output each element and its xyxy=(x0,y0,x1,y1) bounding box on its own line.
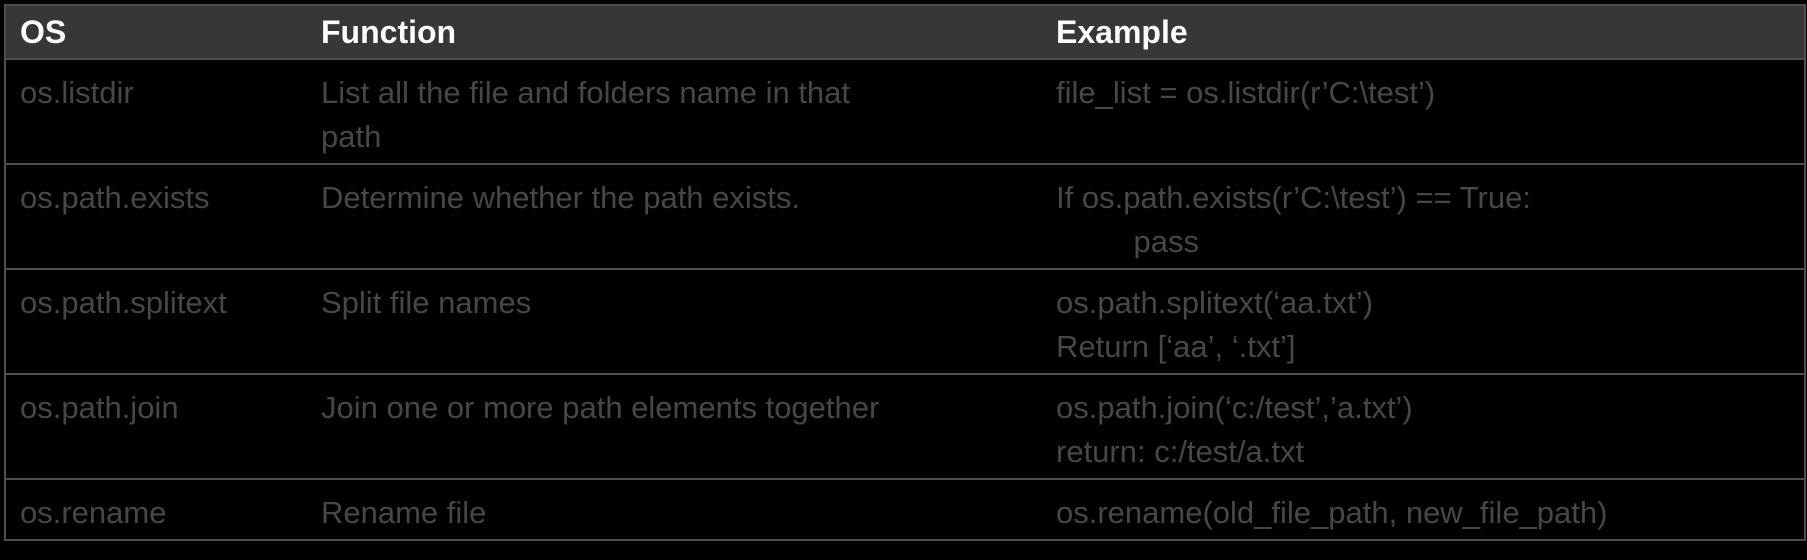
cell-os: os.path.join xyxy=(5,373,307,479)
functions-table: OS Function Example os.listdir List all … xyxy=(4,4,1806,541)
cell-function: Join one or more path elements together xyxy=(307,373,1042,479)
column-header-function: Function xyxy=(307,5,1042,59)
function-line: Rename file xyxy=(321,495,487,530)
example-line: pass xyxy=(1056,224,1199,259)
os-functions-table: OS Function Example os.listdir List all … xyxy=(4,4,1806,541)
example-line: os.path.splitext(‘aa.txt’) xyxy=(1056,285,1374,320)
function-line: Determine whether the path exists. xyxy=(321,180,801,215)
cell-os: os.listdir xyxy=(5,58,307,164)
table-row: os.listdir List all the file and folders… xyxy=(5,58,1805,164)
table-row: os.path.splitext Split file names os.pat… xyxy=(5,268,1805,374)
function-line: Join one or more path elements together xyxy=(321,390,880,425)
example-line: If os.path.exists(r’C:\test’) == True: xyxy=(1056,180,1531,215)
cell-function: Split file names xyxy=(307,268,1042,374)
cell-example: os.path.join(‘c:/test’,’a.txt’) return: … xyxy=(1042,373,1805,479)
table-header-row: OS Function Example xyxy=(5,5,1805,59)
table-row: os.path.exists Determine whether the pat… xyxy=(5,163,1805,269)
cell-example: file_list = os.listdir(r’C:\test’) xyxy=(1042,58,1805,164)
example-line: os.rename(old_file_path, new_file_path) xyxy=(1056,495,1608,530)
example-line: return: c:/test/a.txt xyxy=(1056,434,1305,469)
table-row: os.path.join Join one or more path eleme… xyxy=(5,373,1805,479)
cell-function: Determine whether the path exists. xyxy=(307,163,1042,269)
table-row: os.rename Rename file os.rename(old_file… xyxy=(5,478,1805,540)
cell-example: os.rename(old_file_path, new_file_path) xyxy=(1042,478,1805,540)
column-header-os: OS xyxy=(5,5,307,59)
column-header-example: Example xyxy=(1042,5,1805,59)
cell-os: os.path.exists xyxy=(5,163,307,269)
function-line: List all the file and folders name in th… xyxy=(321,75,851,110)
cell-os: os.path.splitext xyxy=(5,268,307,374)
example-line: file_list = os.listdir(r’C:\test’) xyxy=(1056,75,1436,110)
cell-function: Rename file xyxy=(307,478,1042,540)
cell-example: If os.path.exists(r’C:\test’) == True: p… xyxy=(1042,163,1805,269)
example-line: os.path.join(‘c:/test’,’a.txt’) xyxy=(1056,390,1413,425)
function-line: path xyxy=(321,119,382,154)
cell-function: List all the file and folders name in th… xyxy=(307,58,1042,164)
cell-example: os.path.splitext(‘aa.txt’) Return [‘aa’,… xyxy=(1042,268,1805,374)
cell-os: os.rename xyxy=(5,478,307,540)
example-line: Return [‘aa’, ‘.txt’] xyxy=(1056,329,1296,364)
function-line: Split file names xyxy=(321,285,532,320)
